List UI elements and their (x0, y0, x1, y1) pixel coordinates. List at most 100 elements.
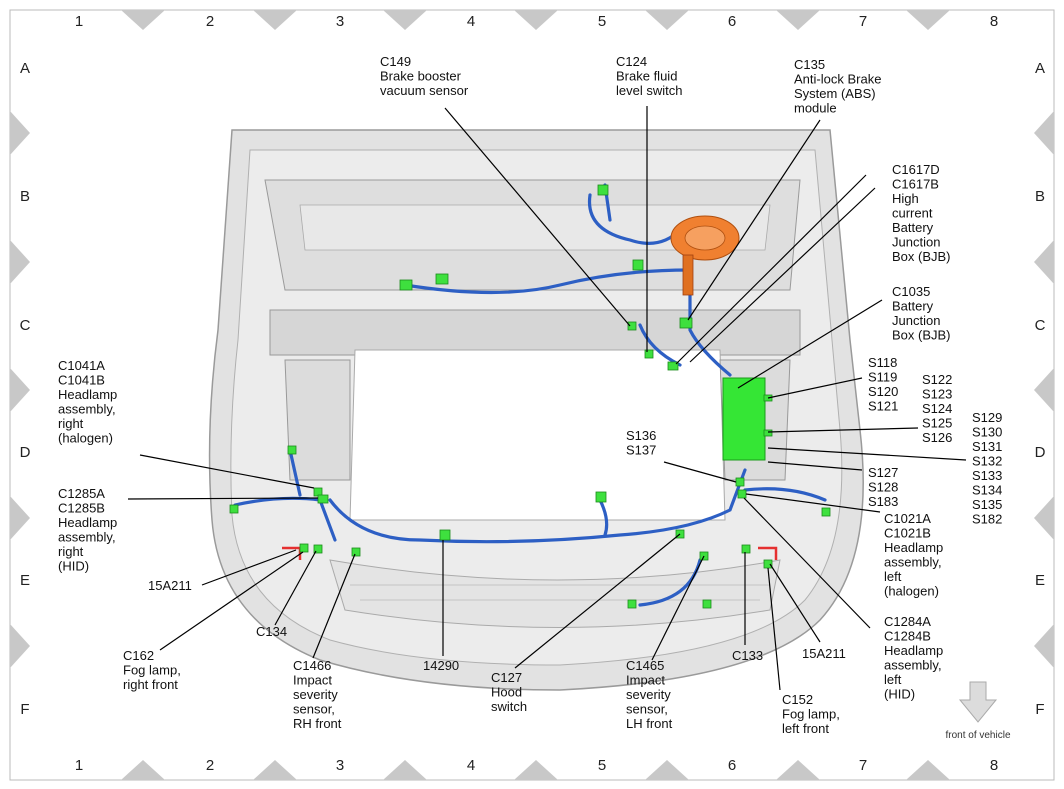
connector (595, 491, 607, 503)
connector (741, 544, 751, 554)
col-label: 8 (990, 13, 998, 30)
callout-line: current (892, 206, 933, 221)
callout-line: C152 (782, 692, 813, 707)
grid-marker (776, 760, 820, 780)
row-label: F (1035, 701, 1044, 718)
callout-line: Box (BJB) (892, 328, 951, 343)
callout-line: Junction (892, 235, 940, 250)
row-labels-right: A B C D E F (1035, 60, 1046, 718)
callout-c134: C134 (256, 624, 287, 639)
col-label: 1 (75, 13, 83, 30)
row-label: F (20, 701, 29, 718)
leader-lines (127, 106, 967, 691)
connector (439, 529, 451, 541)
col-label: 1 (75, 757, 83, 774)
grid-marker (1034, 624, 1054, 668)
harness-front (328, 468, 747, 544)
leader-c134 (274, 550, 317, 626)
grid-marker (253, 760, 297, 780)
abs-lines (682, 254, 694, 296)
center-opening (349, 349, 726, 521)
callout-line: (HID) (58, 559, 89, 574)
callout-line: left (884, 672, 902, 687)
connector (763, 559, 773, 569)
connector (317, 494, 329, 504)
callout-line: (halogen) (884, 584, 939, 599)
callout-line: S119 (868, 370, 897, 385)
col-label: 2 (206, 13, 214, 30)
callout-line: Battery (892, 220, 934, 235)
row-label: B (20, 188, 30, 205)
callout-line: Headlamp (58, 387, 117, 402)
connector (702, 599, 712, 609)
callout-line: severity (293, 687, 338, 702)
leader-c1041 (139, 454, 315, 489)
connector (399, 279, 413, 291)
grid-markers-left (10, 111, 30, 668)
callout-line: S137 (626, 443, 656, 458)
grid-marker (1034, 368, 1054, 412)
leader-15a211r (201, 549, 297, 586)
callout-line: C133 (732, 648, 763, 663)
callout-line: C1285A (58, 486, 105, 501)
row-label: E (20, 572, 30, 589)
col-label: 3 (336, 757, 344, 774)
callout-line: right (58, 544, 84, 559)
callout-line: S133 (972, 468, 1002, 483)
grid-marker (10, 624, 30, 668)
grid-marker (1034, 496, 1054, 540)
col-label: 5 (598, 757, 606, 774)
leader-s118 (767, 377, 863, 399)
col-label: 7 (859, 13, 867, 30)
connector (644, 349, 654, 359)
callout-line: S123 (922, 387, 952, 402)
col-label: 4 (467, 757, 475, 774)
col-label: 4 (467, 13, 475, 30)
connector (737, 489, 747, 499)
row-label: C (20, 317, 31, 334)
callout-line: S135 (972, 497, 1002, 512)
leader-s127 (767, 461, 863, 471)
callout-line: S120 (868, 384, 898, 399)
callout-line: Brake fluid (616, 69, 677, 84)
callout-line: C1284A (884, 614, 931, 629)
leader-c135 (687, 119, 821, 321)
col-label: 3 (336, 13, 344, 30)
grid-marker (383, 10, 427, 30)
callout-line: S127 (868, 465, 898, 480)
callout-line: assembly, (58, 402, 116, 417)
col-label: 6 (728, 757, 736, 774)
callout-line: Battery (892, 299, 934, 314)
leader-15a211l (769, 563, 821, 643)
harness-upper (403, 268, 692, 295)
callout-line: vacuum sensor (380, 83, 469, 98)
callout-line: S130 (972, 425, 1002, 440)
callout-line: C1465 (626, 658, 664, 673)
grid-markers-right (1034, 111, 1054, 668)
callout-line: Box (BJB) (892, 249, 951, 264)
leader-c1285 (127, 497, 319, 500)
callout-line: S126 (922, 430, 952, 445)
col-label: 6 (728, 13, 736, 30)
callout-line: assembly, (884, 555, 942, 570)
connector (299, 543, 309, 553)
grid-marker (1034, 240, 1054, 284)
callout-14290: 14290 (423, 658, 459, 673)
callout-line: C127 (491, 670, 522, 685)
callout-line: sensor, (626, 702, 668, 717)
connector (667, 361, 679, 371)
callout-line: C135 (794, 57, 825, 72)
battery-junction-box (722, 377, 766, 461)
callout-line: S134 (972, 483, 1002, 498)
callout-line: C1617D (892, 162, 940, 177)
